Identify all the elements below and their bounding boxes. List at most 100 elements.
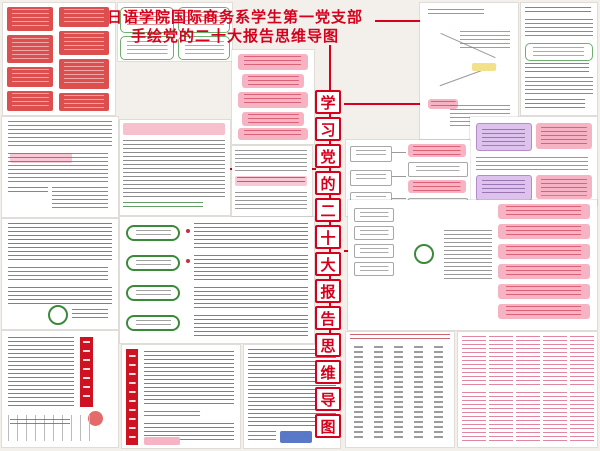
connector-branch-right-mid <box>344 250 350 252</box>
red-note-block <box>59 7 109 27</box>
handwriting-lines <box>237 177 305 185</box>
pink-node-block <box>408 144 466 157</box>
green-pill-node <box>126 315 180 331</box>
panel-purple-pink-nodes <box>469 116 598 206</box>
handwriting-lines <box>10 419 70 425</box>
pink-node-block <box>498 304 590 319</box>
pink-node-block <box>242 74 304 88</box>
red-number-mark <box>186 229 190 233</box>
handwriting-lines <box>476 157 588 171</box>
handwriting-lines <box>123 140 225 200</box>
handwriting-lines <box>8 223 112 263</box>
pink-node-block <box>498 264 590 279</box>
handwriting-lines <box>72 309 108 319</box>
vertical-text-column <box>394 346 403 440</box>
pink-highlight <box>144 437 180 445</box>
handwriting-lines <box>194 223 308 249</box>
pink-text-column <box>462 336 486 386</box>
handwriting-lines <box>350 334 450 342</box>
connector-branch-title-right <box>375 20 420 22</box>
green-pill-node <box>126 285 180 301</box>
red-vertical-title-strip <box>126 349 138 445</box>
handwriting-lines <box>52 187 108 211</box>
handwriting-lines <box>525 77 593 95</box>
blue-highlight-block <box>280 431 312 443</box>
banner-char: 大 <box>315 252 341 276</box>
node-link-line <box>392 176 406 177</box>
white-node-box <box>354 244 394 258</box>
poster-title-line2: 手绘党的二十大报告思维导图 <box>130 28 339 45</box>
green-node-box <box>178 7 230 33</box>
white-node-box <box>354 226 394 240</box>
poster-title-line1: 日语学院国际商务系学生第一党支部 <box>106 9 363 26</box>
red-note-block <box>59 31 109 55</box>
green-pill-node <box>126 255 180 271</box>
white-node-box <box>350 170 392 186</box>
panel-green-pill-mindmap <box>119 216 315 344</box>
vertical-text-column <box>414 346 423 440</box>
handwriting-lines <box>8 287 112 307</box>
banner-char: 党 <box>315 144 341 168</box>
pink-text-column <box>543 392 567 442</box>
handwriting-lines <box>8 121 112 149</box>
handwriting-lines <box>8 267 108 283</box>
handwriting-lines <box>235 150 307 172</box>
vertical-text-column <box>434 346 443 440</box>
pink-node-block <box>428 99 458 109</box>
white-node-box <box>354 262 394 276</box>
vertical-text-column <box>354 346 363 440</box>
handwriting-lines <box>8 153 108 183</box>
green-circle-mark <box>48 305 68 325</box>
pink-node-block <box>242 112 304 126</box>
poster-title: 日语学院国际商务系学生第一党支部 手绘党的二十大报告思维导图 <box>90 8 380 46</box>
panel-pink-grid <box>457 331 598 448</box>
pink-node-block <box>498 204 590 219</box>
green-node-box <box>120 7 174 33</box>
pink-text-column <box>489 336 513 386</box>
white-node-box <box>408 162 468 177</box>
red-note-block <box>7 91 53 111</box>
pink-node-block <box>238 128 308 140</box>
handwriting-lines <box>144 411 200 419</box>
green-pill-node <box>126 225 180 241</box>
handwriting-lines <box>525 7 591 15</box>
pink-node-block <box>536 175 592 199</box>
pink-node-block <box>498 224 590 239</box>
banner-char: 维 <box>315 360 341 384</box>
connector-title-to-banner <box>329 45 331 91</box>
handwriting-lines <box>194 287 308 311</box>
pink-header-row <box>123 123 225 135</box>
pink-node-block <box>238 54 308 70</box>
handwriting-lines <box>8 337 74 407</box>
red-number-mark <box>186 259 190 263</box>
vertical-text-column <box>374 346 383 440</box>
banner-char: 思 <box>315 333 341 357</box>
banner-char: 导 <box>315 387 341 411</box>
pink-node-block <box>238 92 308 108</box>
handwriting-lines <box>525 99 585 109</box>
panel-red-notes <box>2 2 116 116</box>
banner-char: 习 <box>315 117 341 141</box>
pink-text-column <box>570 336 594 386</box>
banner-char: 的 <box>315 171 341 195</box>
handwriting-lines <box>123 202 203 210</box>
pink-node-block <box>536 123 592 149</box>
purple-node-block <box>476 123 532 151</box>
connector-branch-right-top <box>344 103 420 105</box>
red-note-block <box>59 93 109 111</box>
panel-pink-tree <box>347 199 598 331</box>
handwriting-lines <box>525 19 593 39</box>
banner-char: 报 <box>315 279 341 303</box>
red-vertical-title-strip <box>80 337 93 407</box>
white-node-box <box>350 146 392 162</box>
pink-node-block <box>498 284 590 299</box>
panel-blue-handwriting <box>1 116 119 218</box>
pink-text-column <box>570 392 594 442</box>
red-note-block <box>7 67 53 87</box>
banner-char: 十 <box>315 225 341 249</box>
handwriting-lines <box>525 63 589 73</box>
banner-char: 二 <box>315 198 341 222</box>
handwriting-lines <box>235 192 307 210</box>
panel-note-rows <box>119 119 231 216</box>
